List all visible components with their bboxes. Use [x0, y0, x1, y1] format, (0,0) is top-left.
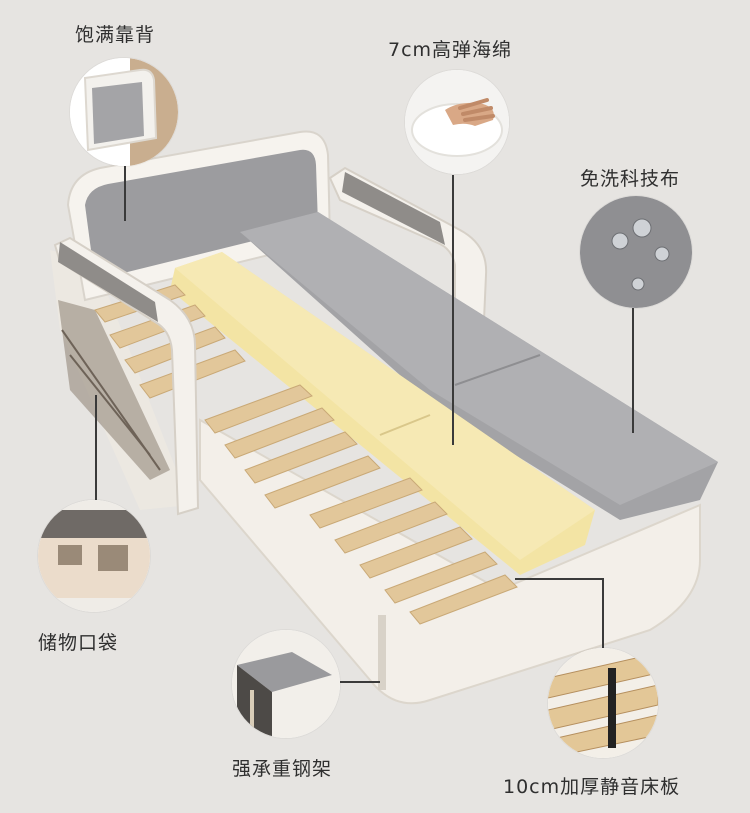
slats-detail-bubble [548, 648, 658, 758]
callout-label-slats: 10cm加厚静音床板 [503, 776, 681, 798]
callout-label-frame: 强承重钢架 [232, 758, 333, 780]
backrest-leader-line [124, 166, 126, 221]
foam-detail-image [405, 70, 509, 174]
callout-label-fabric: 免洗科技布 [580, 168, 681, 190]
backrest-detail-image [70, 58, 178, 166]
frame-detail-image [232, 630, 340, 738]
pocket-detail-bubble [38, 500, 150, 612]
slats-detail-image [548, 648, 658, 758]
bed-base [199, 418, 701, 705]
fabric-detail-image [580, 196, 692, 308]
pocket-detail-image [38, 500, 150, 612]
foam-leader-line [452, 175, 454, 445]
grey-seat-cushion [240, 212, 718, 520]
callout-label-pocket: 储物口袋 [38, 632, 119, 654]
storage-pocket-panel [50, 250, 190, 510]
fabric-detail-bubble [580, 196, 692, 308]
fabric-leader-line [632, 308, 634, 433]
foam-detail-bubble [405, 70, 509, 174]
frame-detail-bubble [232, 630, 340, 738]
frame-leader-line [340, 681, 380, 683]
pocket-leader-line [95, 395, 97, 500]
backrest-frame [66, 130, 332, 302]
backrest-detail-bubble [70, 58, 178, 166]
callout-label-backrest: 饱满靠背 [75, 24, 156, 46]
callout-label-foam: 7cm高弹海绵 [388, 39, 513, 61]
left-armrest [53, 236, 200, 516]
slats-leader-line-vertical [602, 578, 604, 650]
slats-leader-line-horizontal [515, 578, 603, 580]
support-leg [378, 615, 386, 690]
foam-layer [170, 252, 595, 575]
